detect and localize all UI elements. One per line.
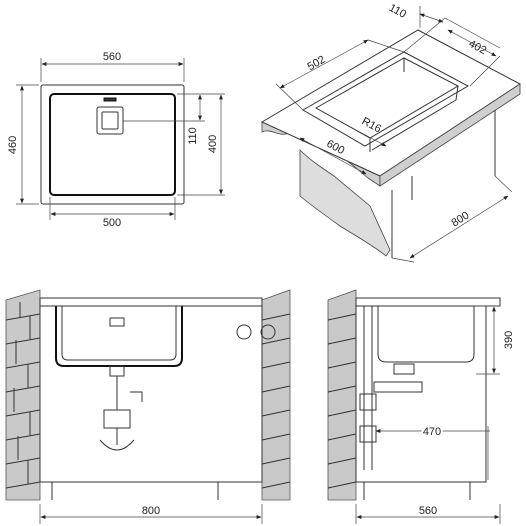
front-cabinet — [39, 305, 263, 483]
dim-side-470: 470 — [423, 426, 441, 438]
side-sink-bowl — [377, 306, 475, 363]
front-connector-right-icon — [260, 324, 276, 340]
top-view-outer-rim — [40, 84, 185, 205]
drain-cover-inner-icon — [101, 111, 119, 130]
iso-view: 110 402 502 R16 600 800 — [260, 2, 521, 263]
dim-iso-800: 800 — [449, 210, 471, 230]
dim-width-560: 560 — [103, 51, 121, 63]
top-view-inner-bowl — [49, 93, 176, 196]
dim-iso-502: 502 — [306, 54, 328, 74]
dim-side-560: 560 — [419, 505, 437, 517]
front-drain-trap-icon — [99, 365, 143, 451]
front-countertop — [39, 297, 263, 307]
top-view: 560 460 500 400 110 — [7, 51, 225, 229]
side-cabinet — [355, 305, 487, 483]
iso-sink-bowl-depth — [369, 58, 459, 152]
front-view: 800 — [5, 289, 291, 524]
front-overflow-icon — [109, 317, 125, 327]
front-connector-left-icon — [236, 324, 252, 340]
dim-side-390: 390 — [503, 331, 515, 349]
dim-iso-402: 402 — [466, 38, 488, 57]
front-right-wall-bricks — [261, 289, 291, 501]
dim-inner-width-500: 500 — [103, 217, 121, 229]
front-sink-bowl — [55, 306, 183, 367]
overflow-slot-icon — [103, 97, 117, 102]
side-drain-trap-icon — [359, 306, 423, 470]
side-wall-bricks — [327, 289, 357, 501]
drain-cover-icon — [96, 106, 124, 135]
front-wall-bricks — [5, 289, 41, 501]
side-countertop — [355, 297, 501, 307]
iso-sink-opening-outer — [302, 51, 470, 147]
dim-inner-depth-400: 400 — [207, 135, 219, 153]
dim-front-800: 800 — [142, 505, 160, 517]
side-view: 390 470 560 — [327, 289, 515, 524]
iso-right-panel — [379, 83, 521, 187]
dim-drain-offset-110: 110 — [187, 127, 199, 145]
dim-depth-460: 460 — [7, 136, 19, 154]
dim-iso-110: 110 — [387, 2, 408, 21]
